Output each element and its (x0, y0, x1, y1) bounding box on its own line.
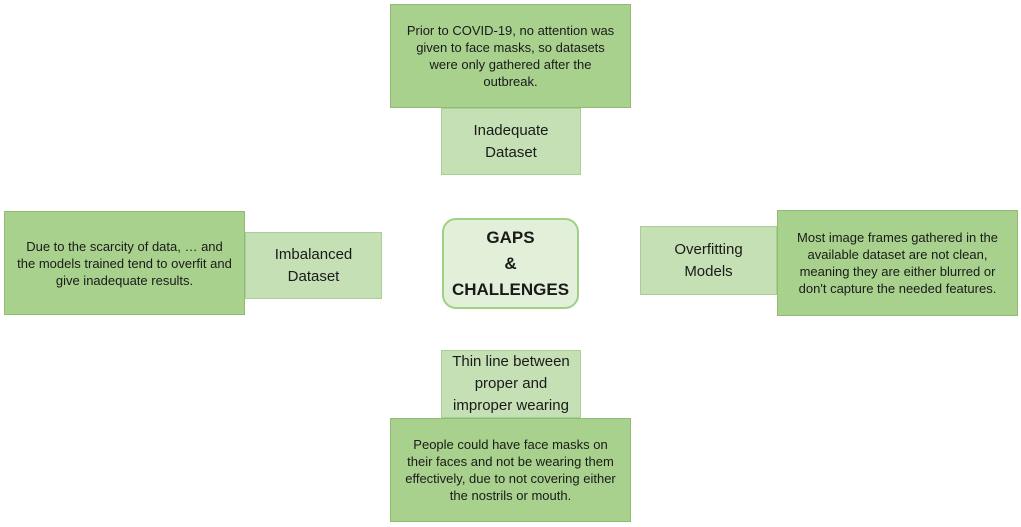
left-description-box: Due to the scarcity of data, … and the m… (4, 211, 245, 315)
bottom-label-text: Thin line between proper and improper we… (452, 353, 570, 414)
center-line-3: CHALLENGES (451, 279, 570, 299)
top-label-box: Inadequate Dataset (441, 108, 581, 175)
bottom-description-text: People could have face masks on their fa… (405, 437, 616, 503)
right-label-text: Overfitting Models (674, 240, 743, 280)
center-node-gaps-challenges: GAPS & CHALLENGES (442, 218, 579, 309)
left-label-box: Imbalanced Dataset (245, 232, 382, 299)
center-line-2: & (504, 253, 517, 273)
top-description-box: Prior to COVID-19, no attention was give… (390, 4, 631, 108)
top-description-text: Prior to COVID-19, no attention was give… (406, 23, 615, 89)
top-label-text: Inadequate Dataset (473, 121, 549, 161)
right-label-box: Overfitting Models (640, 226, 777, 295)
left-description-text: Due to the scarcity of data, … and the m… (17, 238, 232, 288)
center-line-1: GAPS (486, 227, 535, 247)
left-label-text: Imbalanced Dataset (274, 245, 353, 285)
right-description-text: Most image frames gathered in the availa… (797, 230, 998, 296)
bottom-description-box: People could have face masks on their fa… (390, 418, 631, 522)
right-description-box: Most image frames gathered in the availa… (777, 210, 1018, 316)
bottom-label-box: Thin line between proper and improper we… (441, 350, 581, 418)
